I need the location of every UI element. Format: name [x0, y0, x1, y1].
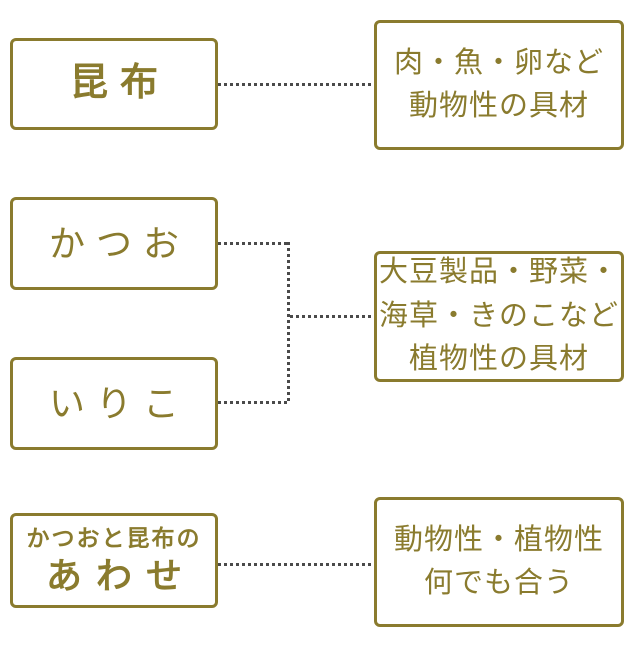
box-iriko-label: いりこ — [48, 382, 190, 424]
connector-katsuo-stub — [218, 242, 290, 245]
connector-awase-to-any — [218, 563, 374, 566]
box-awase-label: あわせ — [45, 554, 196, 596]
animal-ingredients-line-1: 肉・魚・卵など — [393, 46, 604, 79]
connector-katsuo-iriko-vertical — [287, 242, 290, 404]
animal-ingredients-line-2: 動物性の具材 — [408, 90, 589, 122]
box-plant-ingredients: 大豆製品・野菜・ 海草・きのこなど 植物性の具材 — [374, 251, 624, 382]
box-kombu-label: 昆布 — [69, 62, 170, 105]
connector-iriko-stub — [218, 401, 290, 404]
box-awase: かつおと昆布の あわせ — [10, 513, 218, 608]
connector-kombu-to-animal — [218, 83, 374, 86]
plant-ingredients-line-3: 植物性の具材 — [408, 343, 589, 376]
box-any-ingredients: 動物性・植物性 何でも合う — [374, 497, 624, 627]
box-katsuo-label: かつお — [48, 222, 190, 264]
box-awase-sublabel: かつおと昆布の — [26, 524, 202, 551]
box-iriko: いりこ — [10, 357, 218, 450]
box-katsuo: かつお — [10, 197, 218, 290]
box-animal-ingredients: 肉・魚・卵など 動物性の具材 — [374, 20, 624, 150]
box-kombu: 昆布 — [10, 38, 218, 130]
plant-ingredients-line-2: 海草・きのこなど — [378, 299, 619, 332]
plant-ingredients-line-1: 大豆製品・野菜・ — [378, 256, 619, 289]
any-ingredients-line-2: 何でも合う — [423, 567, 574, 599]
any-ingredients-line-1: 動物性・植物性 — [393, 523, 604, 556]
connector-branch-to-plant — [290, 315, 374, 318]
